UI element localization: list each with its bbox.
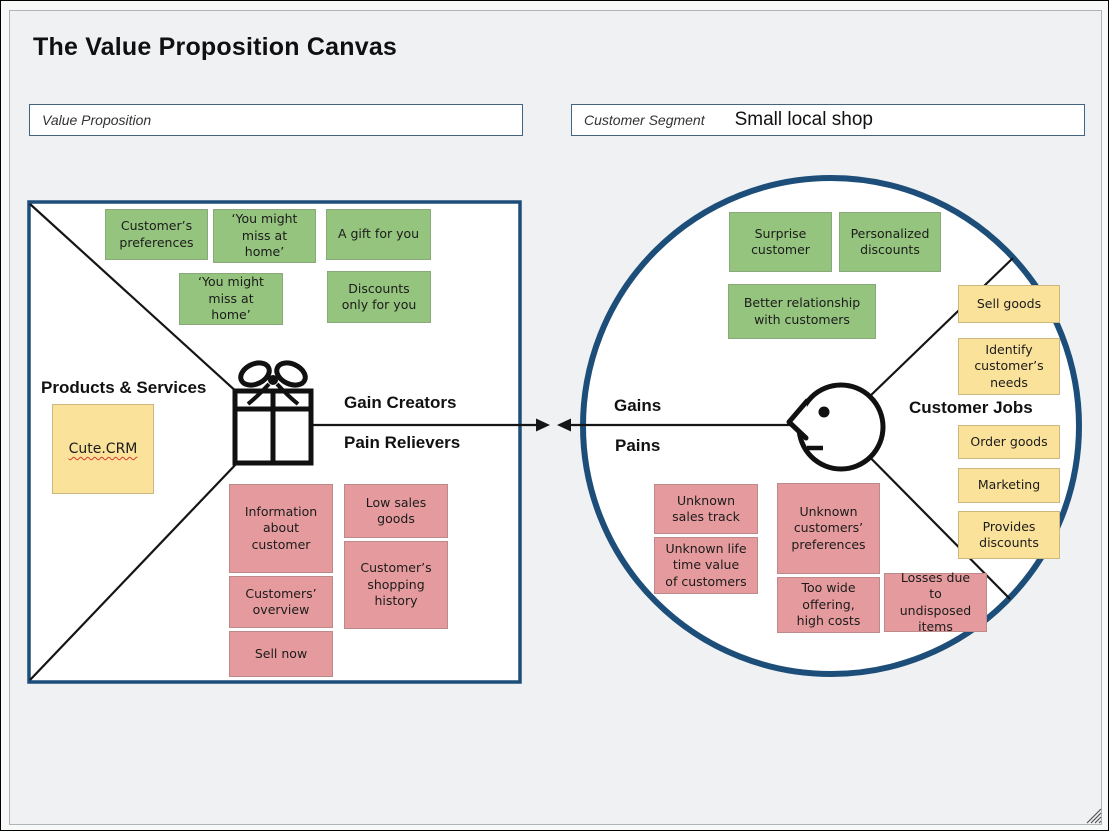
- sticky-note-pain[interactable]: Unknown sales track: [654, 484, 758, 534]
- sticky-note-pain-reliever[interactable]: Customers’ overview: [229, 576, 333, 628]
- sticky-note-gain-creator[interactable]: Discounts only for you: [327, 271, 431, 323]
- sticky-note-pain[interactable]: Unknown life time value of customers: [654, 537, 758, 594]
- label-customer-jobs: Customer Jobs: [909, 398, 1033, 417]
- sticky-note-gain[interactable]: Better relationship with customers: [728, 284, 876, 339]
- customer-segment-label: Customer Segment: [584, 112, 705, 128]
- sticky-note-pain-reliever[interactable]: Low sales goods: [344, 484, 448, 538]
- head-icon[interactable]: [786, 382, 886, 472]
- customer-segment-value: Small local shop: [734, 109, 873, 130]
- page-title: The Value Proposition Canvas: [33, 33, 398, 61]
- sticky-note-job[interactable]: Provides discounts: [958, 511, 1060, 559]
- sticky-note-pain[interactable]: Losses due to undisposed items: [884, 570, 987, 634]
- sticky-note-gain[interactable]: Personalized discounts: [839, 212, 941, 272]
- sticky-note-pain[interactable]: Unknown customers’ preferences: [777, 483, 880, 574]
- arrow-left-icon: [557, 418, 571, 432]
- gift-icon[interactable]: [232, 359, 314, 466]
- arrow-right-icon: [536, 418, 550, 432]
- label-pain-relievers: Pain Relievers: [344, 433, 461, 452]
- sticky-note-pain-reliever[interactable]: Sell now: [229, 631, 333, 677]
- sticky-note-pain-reliever[interactable]: Customer’s shopping history: [344, 541, 448, 629]
- sticky-note-job[interactable]: Sell goods: [958, 285, 1060, 323]
- square-divider-lines: [29, 203, 537, 681]
- label-products-services: Products & Services: [41, 378, 207, 397]
- label-gain-creators: Gain Creators: [344, 393, 457, 412]
- label-pains: Pains: [615, 436, 661, 455]
- sticky-note-pain[interactable]: Too wide offering, high costs: [777, 577, 880, 633]
- value-proposition-field[interactable]: Value Proposition: [29, 104, 523, 136]
- label-gains: Gains: [614, 396, 662, 415]
- value-proposition-label: Value Proposition: [42, 112, 152, 128]
- sticky-note-job[interactable]: Identify customer’s needs: [958, 338, 1060, 395]
- sticky-note-gain-creator[interactable]: ‘You might miss at home’: [179, 273, 283, 325]
- sticky-note-pain-reliever[interactable]: Information about customer: [229, 484, 333, 573]
- product-note-text: Cute.CRM: [68, 440, 138, 457]
- customer-segment-field[interactable]: Customer Segment Small local shop: [571, 104, 1085, 136]
- sticky-note-job[interactable]: Marketing: [958, 468, 1060, 503]
- sticky-note-gain[interactable]: Surprise customer: [729, 212, 832, 272]
- sticky-note-gain-creator[interactable]: Customer’s preferences: [105, 209, 208, 260]
- sticky-note-job[interactable]: Order goods: [958, 425, 1060, 459]
- sticky-note-gain-creator[interactable]: A gift for you: [326, 209, 431, 260]
- sticky-note-gain-creator[interactable]: ‘You might miss at home’: [213, 209, 316, 263]
- sticky-note-product[interactable]: Cute.CRM: [52, 404, 154, 494]
- resize-handle-icon[interactable]: [1086, 808, 1102, 824]
